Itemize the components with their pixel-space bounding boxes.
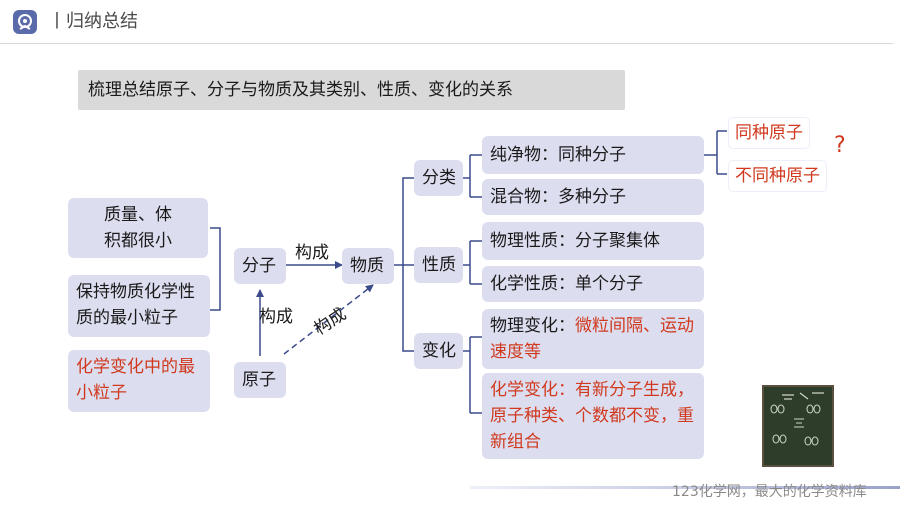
chalkboard-photo <box>762 385 834 467</box>
footer-watermark: 123化学网，最大的化学资料库 <box>672 484 867 500</box>
box-physical-property: 物理性质：分子聚集体 <box>482 222 704 260</box>
edge-label-molecule-substance: 构成 <box>295 243 329 263</box>
topic-banner: 梳理总结原子、分子与物质及其类别、性质、变化的关系 <box>78 70 625 110</box>
app-logo-icon <box>13 10 37 34</box>
edge-label-atom-molecule: 构成 <box>259 307 293 327</box>
node-change: 变化 <box>414 333 463 369</box>
header-title: 丨归纳总结 <box>48 11 138 32</box>
footer-bar <box>470 486 900 489</box>
box-smallest-particle: 化学变化中的最小粒子 <box>68 350 210 412</box>
node-molecule: 分子 <box>234 248 286 284</box>
question-mark: ? <box>834 133 846 158</box>
physical-change-prefix: 物理变化： <box>490 316 575 336</box>
box-mass-volume: 质量、体积都很小 <box>68 198 208 258</box>
header: 丨归纳总结 <box>0 0 900 44</box>
label-same-atom: 同种原子 <box>729 118 809 148</box>
box-chemical-property: 化学性质：单个分子 <box>482 266 704 302</box>
box-physical-change: 物理变化：微粒间隔、运动速度等 <box>482 309 704 369</box>
left-bracket <box>210 227 221 311</box>
arrow-atom-to-substance <box>283 284 374 355</box>
node-atom: 原子 <box>234 362 286 398</box>
node-classify: 分类 <box>414 160 463 196</box>
header-divider <box>0 43 893 44</box>
box-pure-substance: 纯净物：同种分子 <box>482 136 704 174</box>
label-different-atom: 不同种原子 <box>729 161 826 191</box>
box-chemical-change: 化学变化：有新分子生成，原子种类、个数都不变，重新组合 <box>482 373 704 459</box>
box-mixture: 混合物：多种分子 <box>482 179 704 215</box>
box-keep-property: 保持物质化学性质的最小粒子 <box>68 275 210 337</box>
physical-change-detail: 微粒间隔、运动速度等 <box>490 316 694 362</box>
node-substance: 物质 <box>342 248 394 284</box>
node-property: 性质 <box>414 247 463 283</box>
